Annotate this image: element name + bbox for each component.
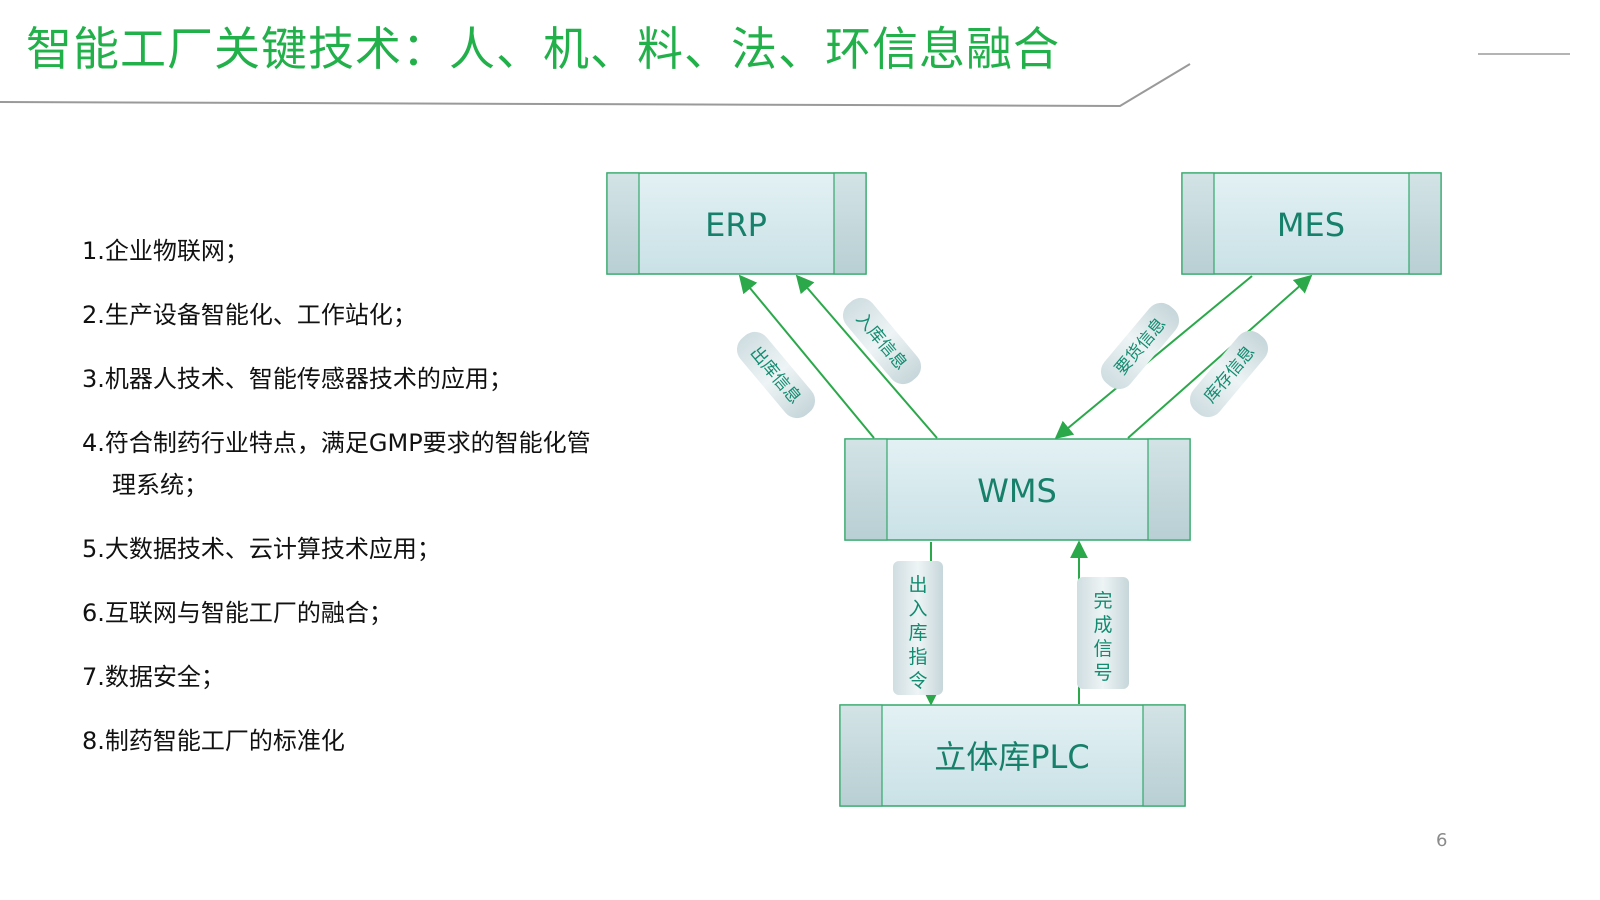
list-item: 7.数据安全； <box>82 663 225 691</box>
list-item: 3.机器人技术、智能传感器技术的应用； <box>82 365 513 393</box>
list-item: 2.生产设备智能化、工作站化； <box>82 301 417 329</box>
list-item: 4.符合制药行业特点，满足GMP要求的智能化管理系统； <box>82 429 591 499</box>
list-item: 5.大数据技术、云计算技术应用； <box>82 535 441 563</box>
tag-done-signal-label: 完成信号 <box>1093 590 1112 684</box>
slide-title: 智能工厂关键技术：人、机、料、法、环信息融合 <box>26 22 1060 76</box>
node-erp: ERP <box>606 172 867 275</box>
tag-inventory-info: 库存信息 <box>1189 330 1269 418</box>
edge-mes-wms-request <box>1054 275 1253 440</box>
edge-wms-erp-inbound <box>795 274 938 439</box>
edge-wms-erp-outbound <box>738 274 875 439</box>
page-number: 6 <box>1436 830 1448 851</box>
node-plc: 立体库PLC <box>839 704 1186 807</box>
list-item: 1.企业物联网； <box>82 237 249 265</box>
tag-done-signal: 完成信号 <box>1077 577 1129 689</box>
list-item: 6.互联网与智能工厂的融合； <box>82 599 393 627</box>
node-plc-label: 立体库PLC <box>934 738 1089 776</box>
tag-io-command: 出入库指令 <box>893 561 943 695</box>
node-wms-label: WMS <box>977 472 1057 510</box>
node-erp-label: ERP <box>705 206 767 244</box>
tag-io-command-label: 出入库指令 <box>908 574 927 692</box>
node-mes: MES <box>1181 172 1442 275</box>
tech-list: 1.企业物联网； 2.生产设备智能化、工作站化； 3.机器人技术、智能传感器技术… <box>82 230 602 784</box>
node-mes-label: MES <box>1277 206 1345 244</box>
tag-request-info: 要货信息 <box>1100 302 1180 390</box>
edge-wms-mes-inventory <box>1127 274 1313 439</box>
tag-outbound-info: 出库信息 <box>736 331 816 419</box>
node-wms: WMS <box>844 438 1191 541</box>
list-item: 8.制药智能工厂的标准化 <box>82 727 345 755</box>
